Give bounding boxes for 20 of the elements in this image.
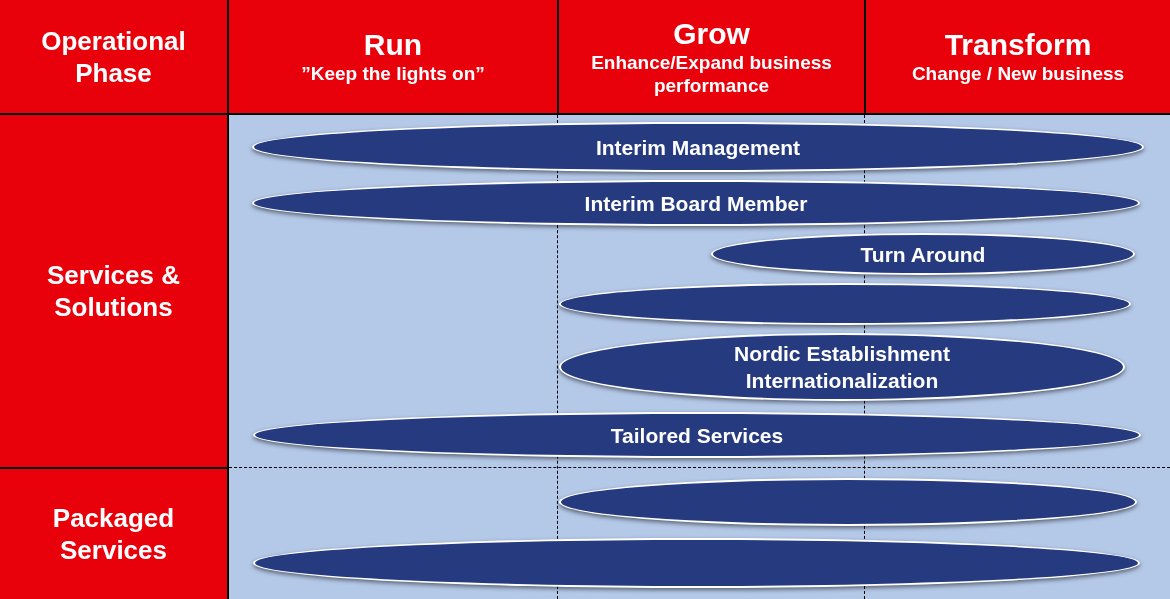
header-cell bbox=[0, 115, 227, 467]
header-cell bbox=[559, 0, 864, 113]
heading: Services & Solutions bbox=[46, 259, 181, 323]
header-cell bbox=[866, 0, 1170, 113]
subheading: Enhance/Expand business performance bbox=[590, 50, 833, 97]
service-label: Turn Around bbox=[859, 241, 987, 268]
service-label: Interim Management bbox=[594, 134, 802, 161]
heading: Run bbox=[363, 28, 423, 62]
heading: Packaged Services bbox=[51, 502, 176, 566]
subheading: Change / New business bbox=[911, 62, 1125, 85]
subheading: ”Keep the lights on” bbox=[301, 62, 485, 85]
heading: Transform bbox=[944, 28, 1092, 62]
header-cell bbox=[229, 0, 557, 113]
header-cell bbox=[0, 0, 227, 113]
service-label: Nordic Establishment Internationalization bbox=[733, 341, 951, 394]
service-label: Interim Board Member bbox=[583, 190, 809, 217]
heading: Operational Phase bbox=[40, 24, 187, 89]
service-label: Tailored Services bbox=[609, 422, 785, 449]
heading: Grow bbox=[673, 16, 750, 51]
header-cell bbox=[0, 469, 227, 599]
